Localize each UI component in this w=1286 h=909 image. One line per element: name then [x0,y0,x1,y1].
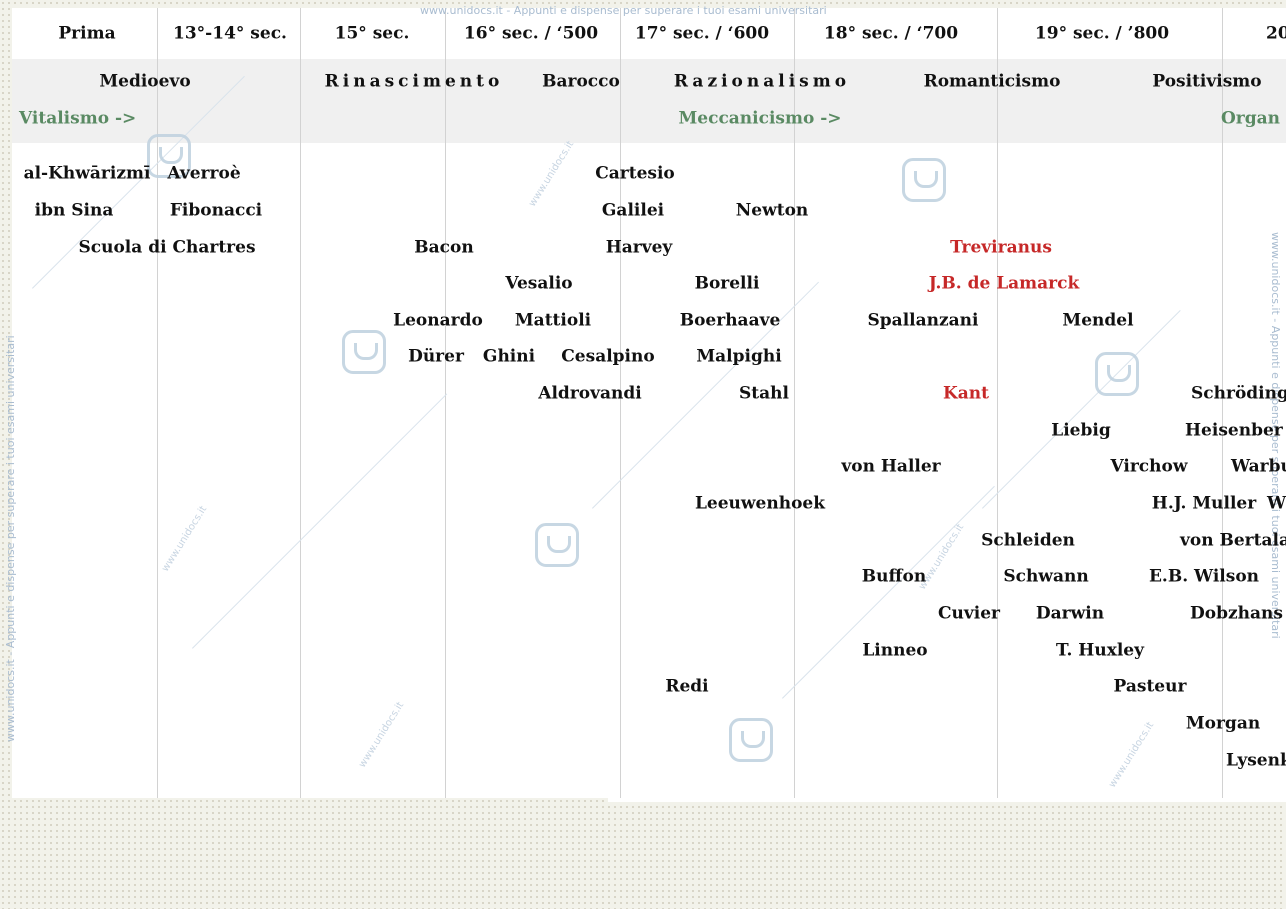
era-label: Barocco [542,71,620,92]
watermark-text-small: www.unidocs.it [527,139,577,209]
name-label: Schwann [1003,566,1089,587]
name-label: Cuvier [938,603,1000,624]
name-label: Virchow [1110,456,1188,477]
watermark-text-small: www.unidocs.it [160,504,210,574]
watermark-text-top: www.unidocs.it - Appunti e dispense per … [420,4,827,17]
movement-label: Meccanicismo -> [678,108,842,129]
period-header: 16° sec. / ‘500 [463,23,599,44]
column-divider [794,8,795,798]
timeline-slide: www.unidocs.it www.unidocs.it www.unidoc… [12,8,1286,798]
column-divider [445,8,446,798]
name-label: Ghini [482,346,536,367]
name-label: Borelli [694,273,760,294]
era-label: Rinascimento [324,71,504,92]
name-label: Leeuwenhoek [694,493,826,514]
name-label: Averroè [167,163,241,184]
name-label: Morgan [1185,713,1261,734]
era-label: Medioevo [99,71,191,92]
name-label: von Bertala [1180,530,1286,551]
movement-label: Vitalismo -> [19,108,137,129]
watermark-logo-icon [902,158,946,202]
name-label: Bacon [414,237,474,258]
name-label: ibn Sina [34,200,114,221]
name-label: E.B. Wilson [1148,566,1260,587]
name-label: Galilei [601,200,665,221]
watermark-logo-icon [535,523,579,567]
name-label: W [1267,493,1286,514]
name-label: Dürer [408,346,464,367]
name-label: Mattioli [514,310,592,331]
period-header: Prima [58,23,116,44]
watermark-line [982,310,1181,509]
name-label: Aldrovandi [538,383,642,404]
name-label: Fibonacci [169,200,263,221]
era-label: Romanticismo [923,71,1061,92]
name-label: Heisenber [1185,420,1283,441]
name-label: Dobzhans [1190,603,1283,624]
name-label: T. Huxley [1055,640,1145,661]
name-label: Boerhaave [679,310,781,331]
slide-edge [608,798,1286,802]
column-divider [620,8,621,798]
name-label: Redi [665,676,709,697]
name-label: von Haller [841,456,941,477]
era-band [12,59,1286,143]
watermark-text-left: www.unidocs.it - Appunti e dispense per … [4,335,17,742]
column-divider [300,8,301,798]
watermark-line [192,393,448,649]
period-header: 19° sec. / ’800 [1034,23,1170,44]
name-label: Lysenk [1226,750,1286,771]
period-header: 17° sec. / ‘600 [634,23,770,44]
name-label: Schröding [1191,383,1286,404]
name-label: Leonardo [393,310,483,331]
name-label: Malpighi [696,346,782,367]
watermark-logo-icon [729,718,773,762]
name-label-highlight: Treviranus [950,237,1052,258]
name-label: Warbu [1231,456,1286,477]
name-label: Spallanzani [867,310,979,331]
name-label: H.J. Muller [1151,493,1257,514]
period-header: 18° sec. / ‘700 [823,23,959,44]
name-label: Vesalio [505,273,573,294]
watermark-logo-icon [342,330,386,374]
name-label: Darwin [1035,603,1105,624]
name-label: Buffon [861,566,927,587]
period-header: 13°-14° sec. [173,23,287,44]
name-label: Stahl [739,383,789,404]
name-label: Newton [735,200,809,221]
era-label: Razionalismo [673,71,851,92]
name-label: Pasteur [1113,676,1187,697]
period-header: 20 [1266,23,1286,44]
watermark-text-small: www.unidocs.it [1107,720,1157,790]
column-divider [1222,8,1223,798]
watermark-logo-icon [1095,352,1139,396]
name-label: al-Khwārizmī [23,163,151,184]
watermark-text-small: www.unidocs.it [357,700,407,770]
column-divider [997,8,998,798]
movement-label: Organ [1221,108,1281,129]
name-label: Schleiden [981,530,1075,551]
watermark-line [782,485,995,699]
name-label: Harvey [605,237,673,258]
name-label: Liebig [1051,420,1111,441]
name-label-highlight: J.B. de Lamarck [928,273,1080,294]
name-label: Mendel [1062,310,1134,331]
watermark-logo-icon [147,134,191,178]
name-label: Cartesio [595,163,675,184]
name-label-highlight: Kant [942,383,990,404]
column-divider [157,8,158,798]
era-label: Positivismo [1152,71,1262,92]
name-label: Scuola di Chartres [78,237,256,258]
name-label: Cesalpino [561,346,655,367]
name-label: Linneo [862,640,928,661]
period-header: 15° sec. [334,23,410,44]
